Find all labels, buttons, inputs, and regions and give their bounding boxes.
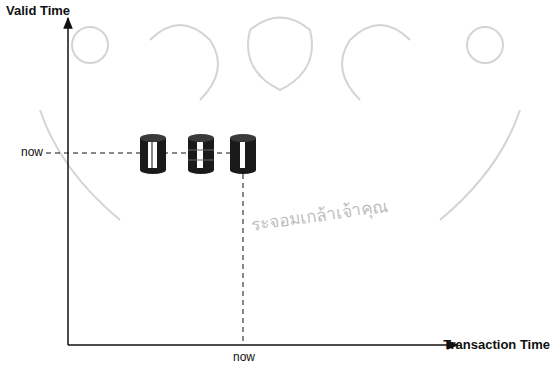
axis-value: now [20, 146, 44, 159]
axis-value: now [232, 351, 256, 364]
database-icon [188, 134, 214, 174]
now-guide [243, 174, 244, 345]
axis-title: Valid Time [6, 4, 70, 18]
watermark-seal [40, 18, 520, 221]
axis-title: Transaction Time [443, 338, 550, 352]
transaction-time-axis [68, 344, 458, 346]
valid-time-axis [67, 18, 69, 345]
watermark: ระจอมเกล้าเจ้าคุณ [250, 196, 389, 234]
database-icon [230, 134, 256, 174]
database-icon [140, 134, 166, 174]
